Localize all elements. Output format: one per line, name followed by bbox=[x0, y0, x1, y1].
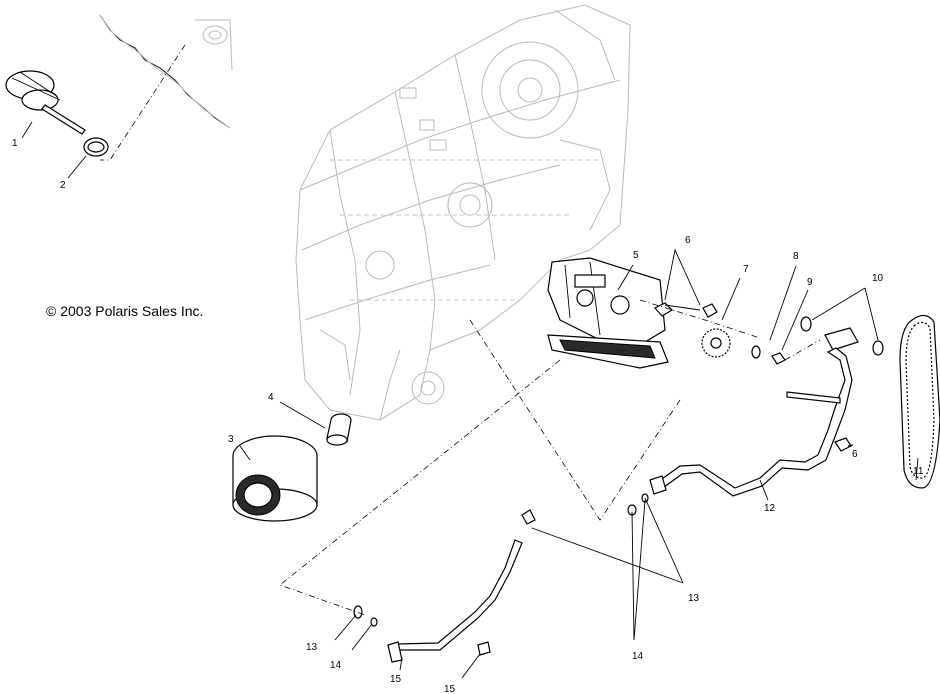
callout-numbers: 1 2 3 4 5 6 6 7 8 9 10 11 12 13 13 14 14… bbox=[12, 138, 924, 694]
copyright-notice: © 2003 Polaris Sales Inc. bbox=[46, 303, 204, 319]
callout-7: 7 bbox=[743, 264, 749, 275]
chain-part bbox=[899, 314, 940, 489]
callout-6: 6 bbox=[852, 449, 858, 460]
callout-12: 12 bbox=[764, 503, 776, 514]
callout-13: 13 bbox=[306, 642, 318, 653]
callout-13: 13 bbox=[688, 593, 700, 604]
callout-5: 5 bbox=[633, 250, 639, 261]
o-ring-10b bbox=[872, 340, 884, 356]
callout-1: 1 bbox=[12, 138, 18, 149]
callout-11: 11 bbox=[913, 466, 924, 477]
callout-15: 15 bbox=[444, 684, 456, 694]
callout-15: 15 bbox=[390, 674, 402, 685]
callout-2: 2 bbox=[60, 180, 66, 191]
callout-8: 8 bbox=[793, 251, 799, 262]
callout-14: 14 bbox=[632, 651, 644, 662]
washer-part bbox=[751, 345, 761, 359]
sprocket-part bbox=[701, 328, 731, 358]
callout-14: 14 bbox=[330, 660, 342, 671]
assembly-line bbox=[469, 319, 681, 521]
oil-filter-part bbox=[232, 435, 318, 522]
bolt-parts bbox=[654, 302, 852, 452]
assembly-line bbox=[279, 359, 561, 616]
callout-10: 10 bbox=[872, 273, 884, 284]
engine-block-ghost bbox=[295, 4, 631, 421]
nut-part bbox=[771, 352, 786, 365]
oil-tube-part bbox=[649, 327, 859, 497]
callout-9: 9 bbox=[807, 277, 813, 288]
assembly-line bbox=[639, 299, 761, 339]
assembly-line bbox=[784, 339, 821, 361]
o-ring-10a bbox=[800, 316, 812, 332]
inset-dipstick-group bbox=[5, 14, 233, 179]
oil-pump-part bbox=[547, 257, 669, 369]
callout-4: 4 bbox=[268, 392, 274, 403]
callout-3: 3 bbox=[228, 434, 234, 445]
washer-14-lower bbox=[370, 617, 378, 627]
filter-nipple-part bbox=[326, 413, 352, 446]
dipstick-part bbox=[5, 70, 86, 135]
lower-tube-part bbox=[387, 509, 536, 663]
leader-lines bbox=[239, 248, 919, 679]
callout-6: 6 bbox=[685, 235, 691, 246]
